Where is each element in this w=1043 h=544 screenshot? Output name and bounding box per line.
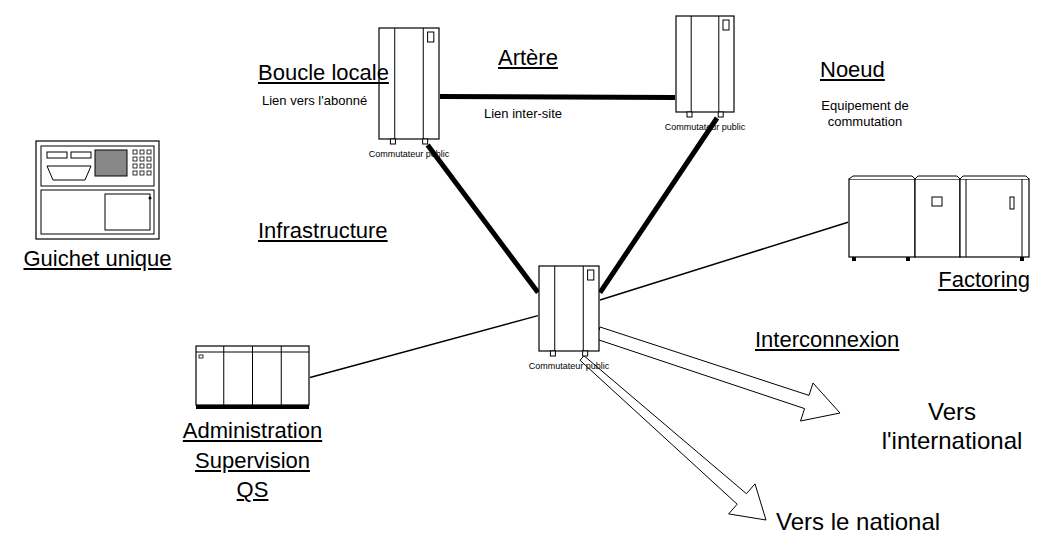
- node-label: Administration Supervision QS: [183, 416, 322, 505]
- trunk-link: [600, 118, 717, 293]
- public-switch-drawing: [378, 27, 440, 145]
- section-heading: Noeud: [820, 57, 885, 83]
- section-heading: Infrastructure: [258, 218, 388, 244]
- section-heading: Boucle locale: [258, 60, 389, 86]
- arrow-label: Vers l'international: [872, 398, 1032, 456]
- admin-server-drawing: [195, 345, 310, 410]
- public-switch: Commutateur public: [378, 27, 440, 145]
- public-switch-drawing: [675, 15, 735, 118]
- hollow-arrow: [580, 356, 766, 520]
- service-link: [310, 316, 538, 378]
- note: Lien inter-site: [484, 106, 562, 122]
- node-label: Commutateur public: [369, 149, 450, 160]
- admin-server: Administration Supervision QS: [195, 345, 310, 410]
- public-switch: Commutateur public: [675, 15, 735, 118]
- server-cabinets: Factoring: [848, 175, 1030, 261]
- service-link: [600, 222, 848, 300]
- section-heading: Interconnexion: [755, 327, 899, 353]
- atm-terminal: Guichet unique: [35, 140, 160, 240]
- trunk-link: [428, 145, 538, 293]
- public-switch-drawing: [538, 265, 600, 357]
- server-cabinets-drawing: [848, 175, 1030, 261]
- arrow-label: Vers le national: [776, 508, 940, 537]
- trunk-link: [440, 94, 675, 100]
- node-label: Commutateur public: [665, 122, 746, 133]
- node-label: Commutateur public: [529, 361, 610, 372]
- note: Lien vers l'abonné: [262, 93, 367, 109]
- note: Equipement de commutation: [800, 98, 930, 129]
- section-heading: Artère: [498, 45, 558, 71]
- node-label: Factoring: [938, 267, 1030, 293]
- node-label: Guichet unique: [24, 246, 172, 272]
- public-switch: Commutateur public: [538, 265, 600, 357]
- atm-terminal-drawing: [35, 140, 160, 240]
